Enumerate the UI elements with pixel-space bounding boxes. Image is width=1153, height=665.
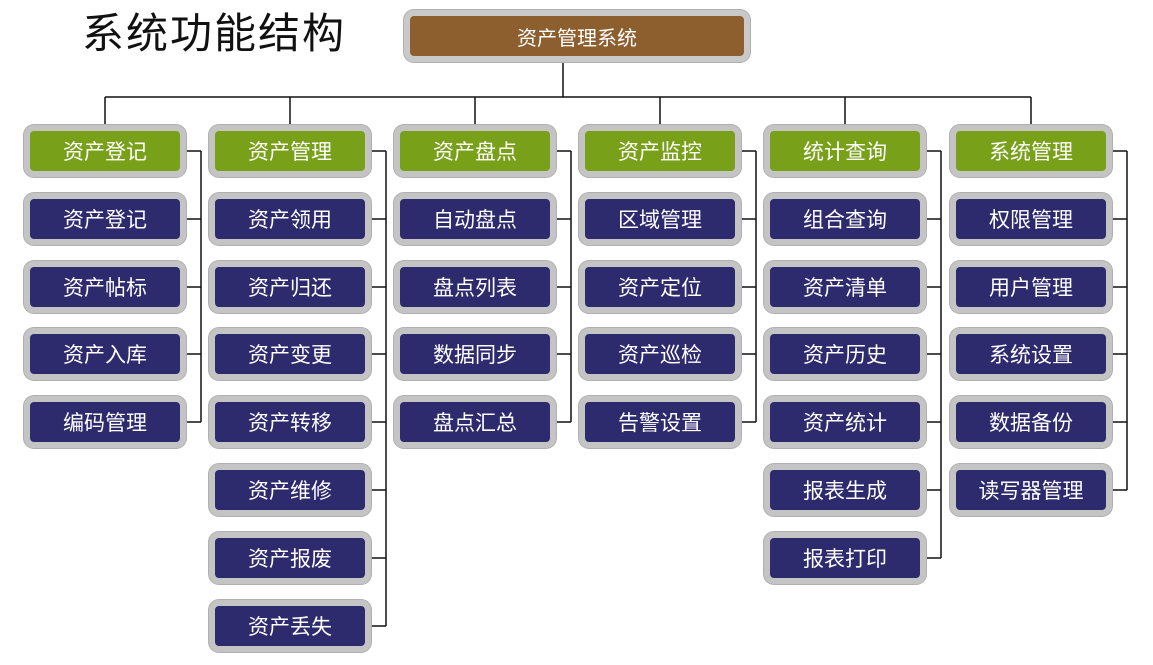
function-item: 资产变更 <box>209 328 371 380</box>
function-item: 盘点列表 <box>394 261 556 313</box>
function-item: 数据备份 <box>950 396 1112 448</box>
function-item: 资产登记 <box>24 193 186 245</box>
category-header: 资产管理 <box>209 125 371 177</box>
function-item: 资产帖标 <box>24 261 186 313</box>
function-item: 资产统计 <box>764 396 926 448</box>
function-item: 用户管理 <box>950 261 1112 313</box>
function-item: 资产维修 <box>209 464 371 516</box>
function-item: 资产定位 <box>579 261 741 313</box>
function-item: 资产丢失 <box>209 600 371 652</box>
function-item: 资产领用 <box>209 193 371 245</box>
function-item: 自动盘点 <box>394 193 556 245</box>
function-item: 区域管理 <box>579 193 741 245</box>
function-item: 系统设置 <box>950 328 1112 380</box>
function-item: 资产清单 <box>764 261 926 313</box>
function-item: 资产巡检 <box>579 328 741 380</box>
function-item: 资产历史 <box>764 328 926 380</box>
function-item: 资产归还 <box>209 261 371 313</box>
category-header: 统计查询 <box>764 125 926 177</box>
root-node: 资产管理系统 <box>404 10 750 62</box>
function-item: 编码管理 <box>24 396 186 448</box>
function-item: 资产入库 <box>24 328 186 380</box>
function-item: 盘点汇总 <box>394 396 556 448</box>
function-item: 权限管理 <box>950 193 1112 245</box>
function-item: 组合查询 <box>764 193 926 245</box>
category-header: 资产监控 <box>579 125 741 177</box>
function-item: 资产转移 <box>209 396 371 448</box>
category-header: 资产登记 <box>24 125 186 177</box>
function-item: 读写器管理 <box>950 464 1112 516</box>
function-item: 资产报废 <box>209 532 371 584</box>
category-header: 资产盘点 <box>394 125 556 177</box>
function-item: 报表生成 <box>764 464 926 516</box>
function-item: 数据同步 <box>394 328 556 380</box>
function-item: 报表打印 <box>764 532 926 584</box>
category-header: 系统管理 <box>950 125 1112 177</box>
page-title: 系统功能结构 <box>82 9 347 58</box>
function-item: 告警设置 <box>579 396 741 448</box>
